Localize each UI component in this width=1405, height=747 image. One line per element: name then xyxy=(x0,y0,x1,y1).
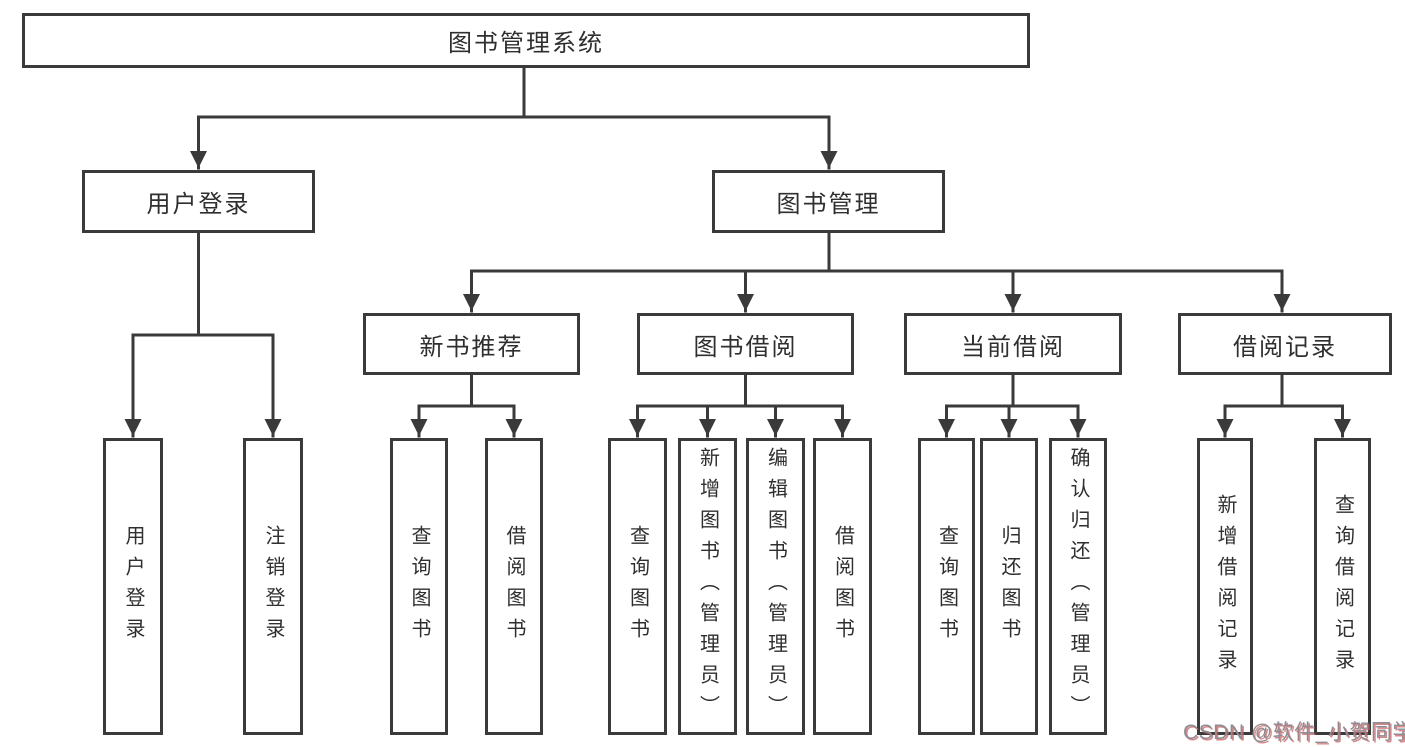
leaf-bb-query-books: 查询图书 xyxy=(608,438,667,735)
leaf-cb-confirm-return-admin: 确认归还（管理员） xyxy=(1049,438,1107,735)
leaf-cb-return-books-label: 归还图书 xyxy=(998,524,1020,649)
leaf-cb-confirm-return-admin-label: 确认归还（管理员） xyxy=(1067,447,1089,726)
leaf-cb-query-books: 查询图书 xyxy=(918,438,975,735)
leaf-bb-edit-books-admin: 编辑图书（管理员） xyxy=(746,438,805,735)
node-book-borrow: 图书借阅 xyxy=(637,313,854,375)
leaf-bb-borrow-books: 借阅图书 xyxy=(813,438,872,735)
node-user-login-label: 用户登录 xyxy=(146,191,251,218)
leaf-br-add-record-label: 新增借阅记录 xyxy=(1214,493,1236,680)
node-new-book-recommend: 新书推荐 xyxy=(363,313,580,375)
node-borrow-record: 借阅记录 xyxy=(1178,313,1392,375)
node-book-management: 图书管理 xyxy=(712,170,945,233)
leaf-cb-return-books: 归还图书 xyxy=(980,438,1038,735)
leaf-logout-label: 注销登录 xyxy=(262,524,284,649)
node-root-label: 图书管理系统 xyxy=(448,30,604,57)
leaf-logout: 注销登录 xyxy=(243,438,303,735)
leaf-bb-edit-books-admin-label: 编辑图书（管理员） xyxy=(764,447,787,726)
node-book-management-label: 图书管理 xyxy=(776,191,881,218)
leaf-user-login: 用户登录 xyxy=(103,438,163,735)
leaf-nbr-borrow-books-label: 借阅图书 xyxy=(503,524,525,649)
node-borrow-record-label: 借阅记录 xyxy=(1233,333,1337,361)
csdn-watermark: CSDN @软件_小贺同学 xyxy=(1183,721,1405,744)
node-user-login: 用户登录 xyxy=(82,170,315,233)
leaf-br-add-record: 新增借阅记录 xyxy=(1197,438,1253,735)
leaf-bb-query-books-label: 查询图书 xyxy=(626,524,649,649)
node-root: 图书管理系统 xyxy=(22,13,1030,68)
leaf-bb-add-books-admin-label: 新增图书（管理员） xyxy=(696,447,719,726)
leaf-bb-add-books-admin: 新增图书（管理员） xyxy=(678,438,737,735)
leaf-nbr-query-books-label: 查询图书 xyxy=(408,524,430,649)
leaf-nbr-query-books: 查询图书 xyxy=(390,438,448,735)
node-new-book-recommend-label: 新书推荐 xyxy=(419,333,524,361)
node-current-borrow-label: 当前借阅 xyxy=(961,333,1065,361)
leaf-user-login-label: 用户登录 xyxy=(122,524,144,649)
leaf-br-query-record-label: 查询借阅记录 xyxy=(1331,493,1354,680)
leaf-br-query-record: 查询借阅记录 xyxy=(1314,438,1371,735)
node-current-borrow: 当前借阅 xyxy=(904,313,1122,375)
leaf-bb-borrow-books-label: 借阅图书 xyxy=(831,524,854,649)
leaf-nbr-borrow-books: 借阅图书 xyxy=(485,438,543,735)
leaf-cb-query-books-label: 查询图书 xyxy=(935,524,958,649)
node-book-borrow-label: 图书借阅 xyxy=(693,333,798,361)
